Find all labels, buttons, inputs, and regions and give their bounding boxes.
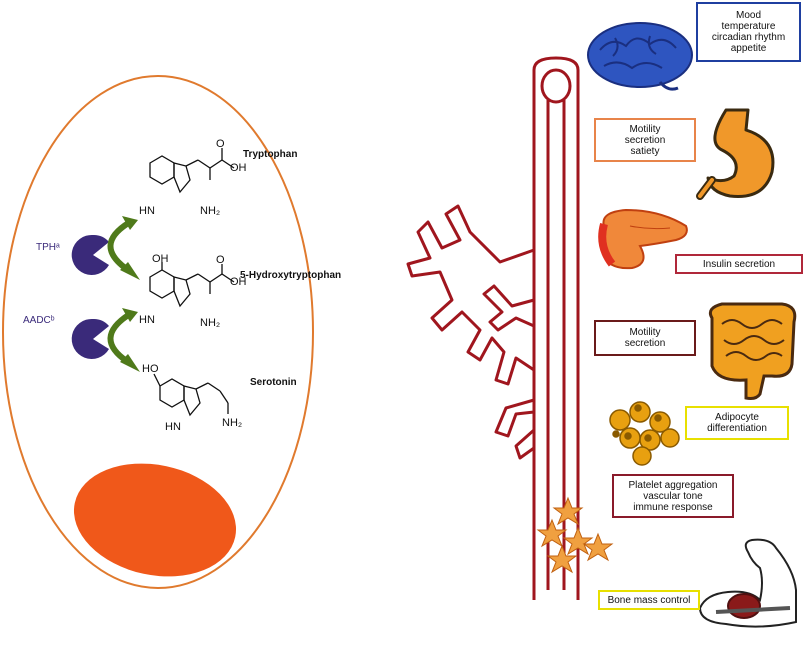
brain-effect-1: Mood bbox=[735, 10, 761, 21]
enterochromaffin-cell bbox=[2, 75, 314, 589]
hydroxytryptophan-label: 5-Hydroxytryptophan bbox=[240, 270, 341, 281]
hydroxytryptophan-nh2: NH₂ bbox=[200, 317, 220, 329]
adipocyte-effect-1: Adipocyte bbox=[715, 412, 759, 423]
conversion-arrow-2 bbox=[107, 311, 133, 365]
conversion-arrow-1 bbox=[107, 219, 133, 273]
hydroxytryptophan-oh-ring: OH bbox=[152, 253, 169, 265]
pancreas-effect-1: Insulin secretion bbox=[702, 258, 776, 270]
pancreas-effects-box: Insulin secretion bbox=[675, 254, 803, 274]
intestine-effect-1: Motility bbox=[629, 327, 661, 338]
aadc-enzyme-icon bbox=[71, 318, 109, 359]
tph-enzyme-icon bbox=[71, 234, 109, 275]
platelet-effect-1: Platelet aggregation bbox=[628, 479, 718, 491]
platelet-effect-3: immune response bbox=[633, 501, 713, 513]
stomach-effect-1: Motility bbox=[629, 123, 661, 135]
tryptophan-oh: OH bbox=[230, 162, 247, 174]
brain-effects-box: Mood temperature circadian rhythm appeti… bbox=[696, 2, 801, 62]
brain-icon bbox=[587, 22, 693, 91]
vessel-branches bbox=[406, 204, 535, 460]
stomach-effects-box: Motility secretion satiety bbox=[594, 118, 696, 162]
serotonin-hn: HN bbox=[165, 421, 181, 433]
serotonin-label: Serotonin bbox=[250, 377, 297, 388]
hydroxytryptophan-structure bbox=[149, 262, 235, 308]
adipocytes-icon bbox=[609, 401, 680, 466]
platelet-effect-2: vascular tone bbox=[643, 490, 703, 502]
hydroxytryptophan-hn: HN bbox=[139, 314, 155, 326]
tryptophan-structure bbox=[149, 148, 235, 194]
pancreas-icon bbox=[598, 208, 688, 270]
brain-effect-4: appetite bbox=[730, 43, 767, 54]
platelet-effects-box: Platelet aggregation vascular tone immun… bbox=[612, 474, 734, 518]
tph-label: TPHᵃ bbox=[36, 242, 60, 253]
platelets-icon bbox=[536, 496, 614, 574]
serotonin-structure bbox=[153, 373, 229, 417]
adipocyte-effects-box: Adipocyte differentiation bbox=[685, 406, 789, 440]
tryptophan-label: Tryptophan bbox=[243, 149, 297, 160]
bone-effects-box: Bone mass control bbox=[598, 590, 700, 610]
aadc-label: AADCᵇ bbox=[23, 315, 55, 326]
tryptophan-o: O bbox=[216, 138, 225, 150]
intestine-effects-box: Motility secretion bbox=[594, 320, 696, 356]
intestine-effect-2: secretion bbox=[624, 338, 666, 349]
brain-effect-3: circadian rhythm bbox=[711, 32, 786, 43]
cell-nucleus bbox=[73, 463, 237, 577]
tryptophan-hn: HN bbox=[139, 205, 155, 217]
serotonin-nh2: NH₂ bbox=[222, 417, 242, 429]
arrowhead-1 bbox=[120, 262, 140, 280]
arrowtail-2 bbox=[122, 308, 138, 322]
arrowhead-2 bbox=[120, 354, 140, 372]
intestine-icon bbox=[708, 302, 797, 400]
brain-effect-2: temperature bbox=[721, 21, 776, 32]
adipocyte-effect-2: differentiation bbox=[707, 423, 767, 434]
stomach-effect-3: satiety bbox=[630, 145, 660, 157]
arm-bone-icon bbox=[698, 538, 797, 628]
stomach-effect-2: secretion bbox=[624, 134, 666, 146]
serotonin-ho: HO bbox=[142, 363, 159, 375]
hydroxytryptophan-oh: OH bbox=[230, 276, 247, 288]
hydroxytryptophan-o: O bbox=[216, 254, 225, 266]
bone-effect-1: Bone mass control bbox=[607, 594, 691, 606]
stomach-icon bbox=[696, 108, 775, 200]
tryptophan-nh2: NH₂ bbox=[200, 205, 220, 217]
arrowtail-1 bbox=[122, 216, 138, 230]
